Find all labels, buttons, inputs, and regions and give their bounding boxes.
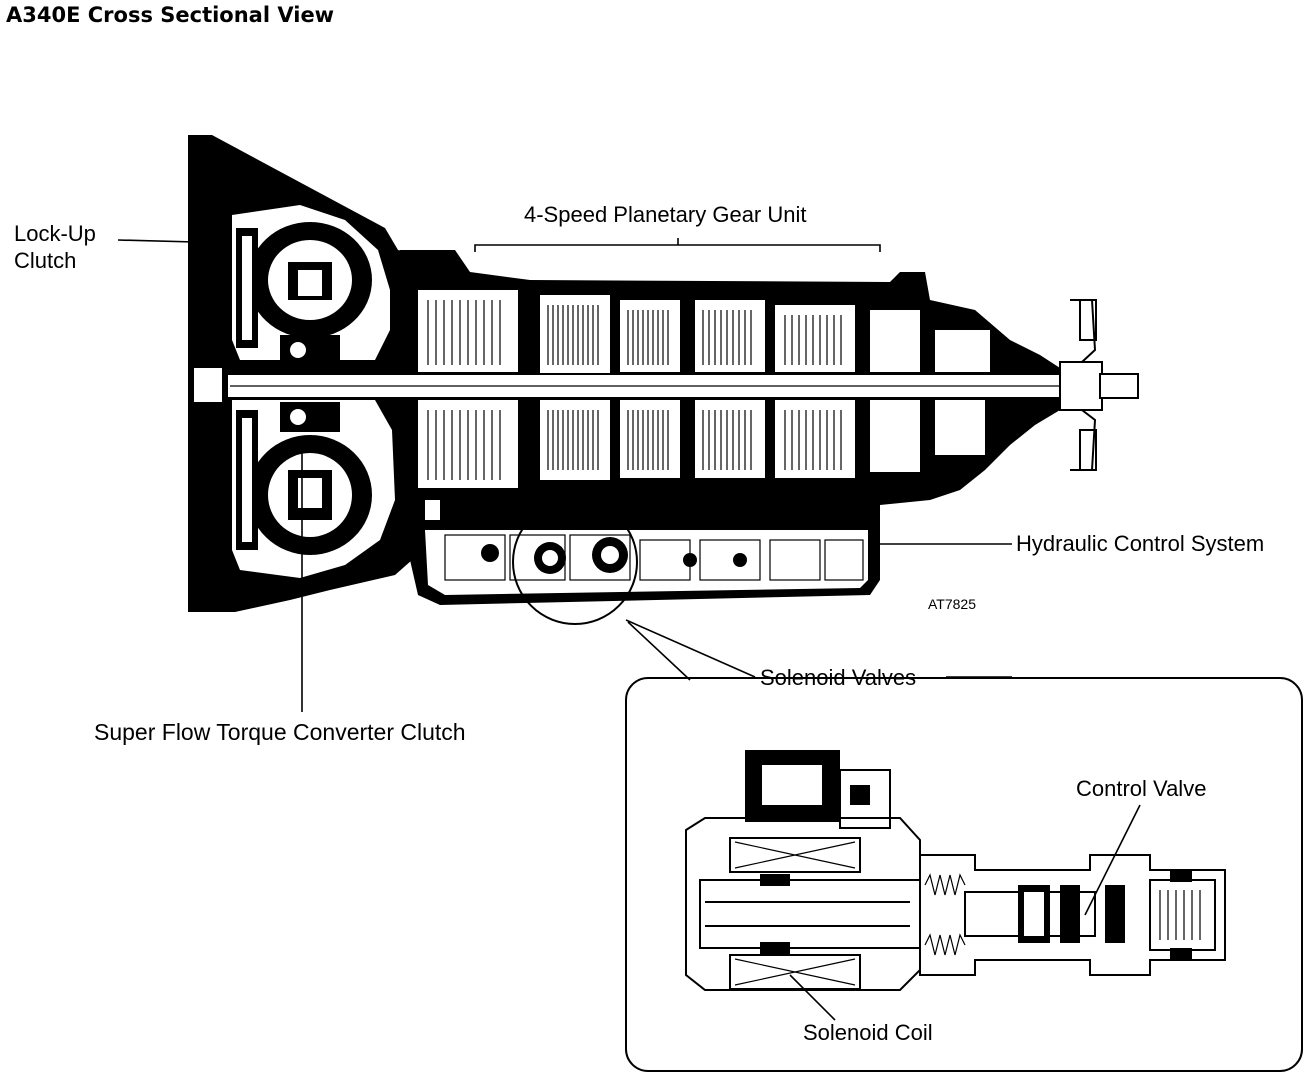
label-control-valve: Control Valve: [1076, 776, 1206, 916]
solenoid-valve-inset: [625, 677, 1303, 1072]
svg-text:Control Valve: Control Valve: [1076, 776, 1206, 801]
diagram-title: A340E Cross Sectional View: [6, 3, 334, 27]
svg-text:Lock-Up: Lock-Up: [14, 221, 96, 246]
label-torque-converter-clutch: Super Flow Torque Converter Clutch: [94, 440, 466, 745]
svg-text:Solenoid Coil: Solenoid Coil: [803, 1020, 933, 1045]
label-solenoid-coil: Solenoid Coil: [789, 974, 933, 1045]
svg-text:4-Speed Planetary Gear Unit: 4-Speed Planetary Gear Unit: [524, 202, 807, 227]
transmission-cross-section: [188, 135, 1139, 625]
figure-code: AT7825: [928, 596, 976, 612]
label-solenoid-valves: Solenoid Valves: [625, 619, 1012, 690]
solenoid-detail-ring: [512, 499, 638, 625]
svg-text:Hydraulic Control System: Hydraulic Control System: [1016, 531, 1264, 556]
label-lock-up-clutch: Lock-Up Clutch: [14, 221, 233, 273]
label-planetary-gear-unit: 4-Speed Planetary Gear Unit: [474, 202, 881, 252]
label-hydraulic-control-system: Hydraulic Control System: [878, 531, 1264, 556]
svg-text:Clutch: Clutch: [14, 248, 76, 273]
inset-frame: [625, 677, 1303, 1072]
svg-text:Super Flow Torque Converter Cl: Super Flow Torque Converter Clutch: [94, 719, 466, 745]
